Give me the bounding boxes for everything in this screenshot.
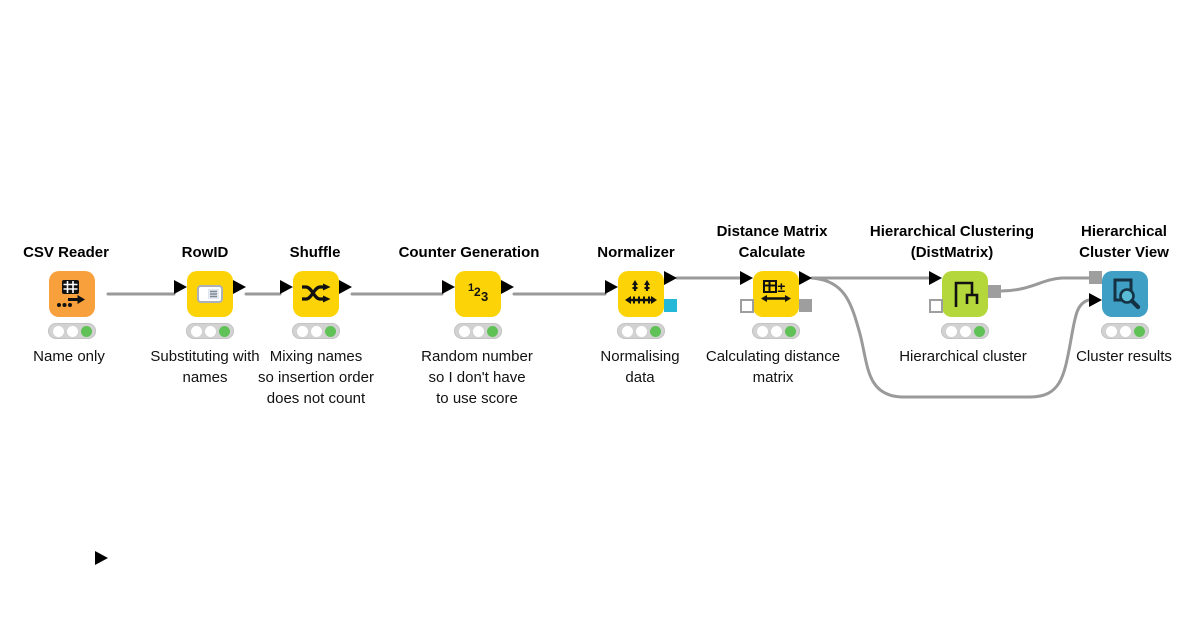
status-yellow bbox=[472, 325, 484, 337]
node-distance-matrix-calculate[interactable]: ± bbox=[740, 271, 812, 317]
status-red bbox=[1105, 325, 1117, 337]
status-red bbox=[756, 325, 768, 337]
node-annotation-cluster-view[interactable]: Cluster results bbox=[1076, 348, 1172, 365]
node-title-shuffle: Shuffle bbox=[289, 244, 341, 261]
status-green bbox=[218, 325, 230, 337]
output-port-distmatrix-data[interactable] bbox=[799, 271, 812, 285]
input-port-hierclust-optional[interactable] bbox=[929, 299, 943, 313]
input-port-shuffle[interactable] bbox=[280, 280, 293, 294]
status-yellow bbox=[635, 325, 647, 337]
status-green bbox=[324, 325, 336, 337]
id-card-icon bbox=[197, 285, 223, 303]
svg-text:1: 1 bbox=[468, 282, 474, 294]
status-yellow bbox=[770, 325, 782, 337]
input-port-rowid[interactable] bbox=[174, 280, 187, 294]
node-title-cluster-view: Hierarchical Cluster View bbox=[1079, 223, 1169, 261]
status-red bbox=[296, 325, 308, 337]
status-light-normalizer bbox=[617, 323, 665, 339]
status-red bbox=[52, 325, 64, 337]
node-title-hierarchical-clustering: Hierarchical Clustering (DistMatrix) bbox=[869, 223, 1035, 261]
output-port-normalizer-data[interactable] bbox=[664, 271, 677, 285]
node-annotation-normalizer[interactable]: Normalising data bbox=[600, 348, 680, 386]
output-port-shuffle[interactable] bbox=[339, 280, 352, 294]
node-annotation-counter-generation[interactable]: Random number so I don't have to use sco… bbox=[421, 348, 533, 407]
node-title-counter-generation: Counter Generation bbox=[398, 244, 540, 261]
input-port-clusterview-model[interactable] bbox=[1089, 271, 1102, 284]
output-port-normalizer-model[interactable] bbox=[664, 299, 677, 312]
status-red bbox=[945, 325, 957, 337]
axis-ticks-icon bbox=[625, 280, 657, 304]
wire-hierclust-clusterview[interactable] bbox=[999, 276, 1091, 293]
node-annotation-shuffle[interactable]: Mixing names so insertion order does not… bbox=[258, 348, 374, 407]
status-light-cluster-view bbox=[1101, 323, 1149, 339]
node-rowid[interactable] bbox=[174, 271, 246, 317]
status-light-csv-reader bbox=[48, 323, 96, 339]
status-yellow bbox=[959, 325, 971, 337]
node-title-normalizer: Normalizer bbox=[597, 244, 675, 261]
status-green bbox=[784, 325, 796, 337]
svg-text:3: 3 bbox=[481, 289, 488, 304]
shuffle-arrows-icon bbox=[302, 283, 331, 303]
matrix-plusminus-icon: ± bbox=[761, 279, 791, 302]
node-annotation-rowid[interactable]: Substituting with names bbox=[150, 348, 260, 386]
node-annotation-hierarchical-clustering[interactable]: Hierarchical cluster bbox=[899, 348, 1027, 365]
table-export-icon bbox=[57, 280, 85, 307]
magnifier-table-icon bbox=[1113, 278, 1141, 310]
dendrogram-icon bbox=[954, 281, 979, 307]
status-green bbox=[973, 325, 985, 337]
status-green bbox=[80, 325, 92, 337]
node-counter-generation[interactable]: 1 2 3 bbox=[442, 271, 514, 317]
svg-text:±: ± bbox=[778, 279, 786, 295]
status-light-distance-matrix bbox=[752, 323, 800, 339]
status-light-counter-generation bbox=[454, 323, 502, 339]
status-green bbox=[649, 325, 661, 337]
status-red bbox=[190, 325, 202, 337]
output-port-distmatrix-model[interactable] bbox=[799, 299, 812, 312]
output-port-counter-generation[interactable] bbox=[501, 280, 514, 294]
node-normalizer[interactable] bbox=[605, 271, 677, 317]
svg-text:2: 2 bbox=[474, 285, 481, 299]
status-yellow bbox=[1119, 325, 1131, 337]
status-light-rowid bbox=[186, 323, 234, 339]
status-green bbox=[486, 325, 498, 337]
node-annotation-csv-reader[interactable]: Name only bbox=[33, 348, 105, 365]
status-light-hierarchical-clustering bbox=[941, 323, 989, 339]
status-yellow bbox=[310, 325, 322, 337]
digits-123-icon: 1 2 3 bbox=[468, 282, 488, 304]
output-port-csv-reader[interactable] bbox=[95, 551, 108, 565]
status-red bbox=[621, 325, 633, 337]
node-title-rowid: RowID bbox=[181, 244, 229, 261]
input-port-distmatrix-optional[interactable] bbox=[740, 299, 754, 313]
input-port-distmatrix-data[interactable] bbox=[740, 271, 753, 285]
input-port-hierclust-data[interactable] bbox=[929, 271, 942, 285]
status-red bbox=[458, 325, 470, 337]
output-port-hierclust-model[interactable] bbox=[988, 284, 1001, 298]
node-annotation-distance-matrix[interactable]: Calculating distance matrix bbox=[705, 348, 841, 386]
input-port-counter-generation[interactable] bbox=[442, 280, 455, 294]
status-green bbox=[1133, 325, 1145, 337]
input-port-normalizer[interactable] bbox=[605, 280, 618, 294]
node-hierarchical-clustering[interactable] bbox=[929, 271, 1001, 317]
wire-distmatrix-clusterview[interactable] bbox=[810, 276, 1091, 399]
node-shuffle[interactable] bbox=[280, 271, 352, 317]
node-title-csv-reader: CSV Reader bbox=[23, 244, 109, 261]
output-port-rowid[interactable] bbox=[233, 280, 246, 294]
status-yellow bbox=[66, 325, 78, 337]
node-hierarchical-cluster-view[interactable] bbox=[1089, 271, 1148, 317]
status-light-shuffle bbox=[292, 323, 340, 339]
input-port-clusterview-data[interactable] bbox=[1089, 293, 1102, 307]
node-csv-reader[interactable] bbox=[49, 271, 108, 565]
status-yellow bbox=[204, 325, 216, 337]
node-title-distance-matrix: Distance Matrix Calculate bbox=[716, 223, 828, 261]
